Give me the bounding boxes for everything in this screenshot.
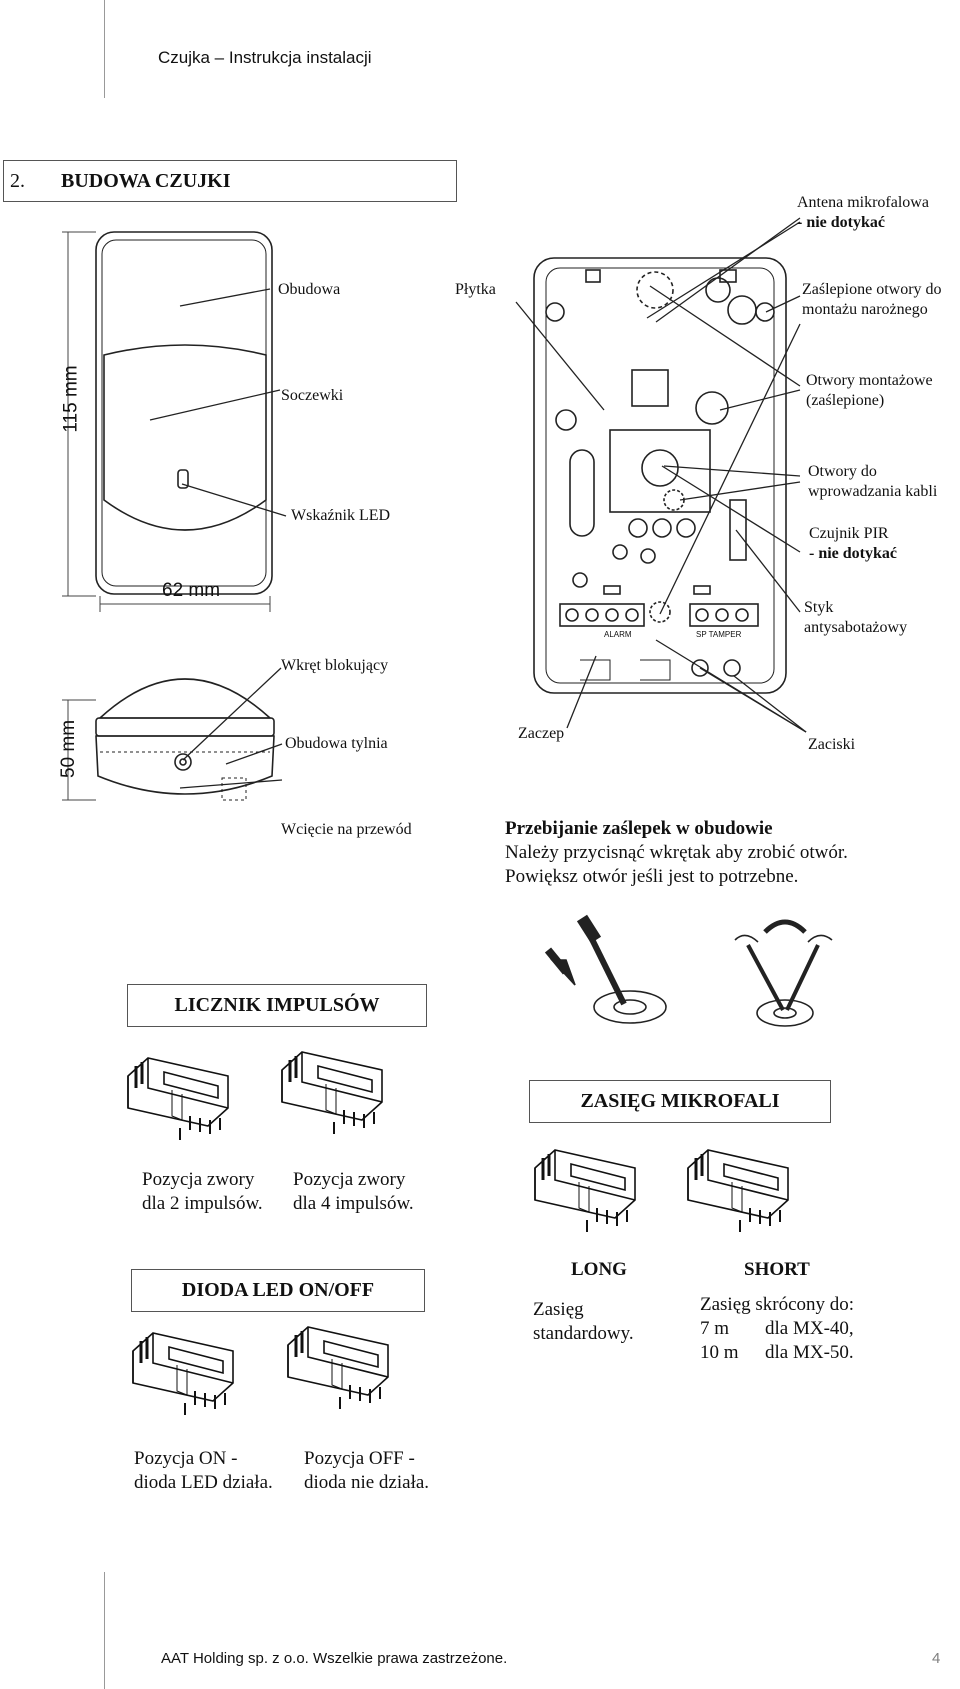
label-antena: Antena mikrofalowa - nie dotykać <box>797 193 929 233</box>
label-otwory-kabli: Otwory do wprowadzania kabli <box>808 462 937 502</box>
licznik-title: LICZNIK IMPULSÓW <box>174 994 380 1016</box>
label-zaslepione-line1: Zaślepione otwory do <box>802 281 942 298</box>
section-title-box: 2. BUDOWA CZUJKI <box>3 160 457 202</box>
licznik-title-box: LICZNIK IMPULSÓW <box>127 984 427 1027</box>
knockout-title: Przebijanie zaślepek w obudowie <box>505 818 773 839</box>
dioda-off-desc: Pozycja OFF - dioda nie działa. <box>304 1447 429 1495</box>
label-otwory-montazowe-line1: Otwory montażowe <box>806 372 933 389</box>
label-otwory-montazowe-line2: (zaślepione) <box>806 392 885 409</box>
label-czujnik-pir-line1: Czujnik PIR <box>809 525 889 542</box>
dioda-on-line2: dioda LED działa. <box>134 1472 273 1493</box>
pcb-tamper-text: SP TAMPER <box>696 630 742 639</box>
zasieg-short-desc: Zasięg skrócony do: 7 m dla MX-40, 10 m dl… <box>700 1293 854 1365</box>
label-zaslepione-line2: montażu narożnego <box>802 301 928 318</box>
page-header-title: Czujka – Instrukcja instalacji <box>158 48 372 67</box>
zasieg-long-line1: Zasięg <box>533 1299 584 1320</box>
label-otwory-kabli-line1: Otwory do <box>808 463 877 480</box>
front-housing <box>95 231 273 595</box>
zasieg-jumper-short <box>687 1149 789 1232</box>
licznik-jumper-2 <box>127 1057 229 1140</box>
dioda-jumper-on <box>132 1332 234 1415</box>
pcb-alarm-text: ALARM <box>604 630 632 639</box>
label-otwory-montazowe: Otwory montażowe (zaślepione) <box>806 371 933 411</box>
knockout-line1: Należy przycisnąć wkrętak aby zrobić otw… <box>505 842 848 863</box>
dimension-width: 62 mm <box>162 580 221 601</box>
zasieg-short-row2-dist: 10 m <box>700 1342 739 1363</box>
side-housing <box>95 678 275 801</box>
licznik-position-4: Pozycja zwory dla 4 impulsów. <box>293 1168 414 1216</box>
dioda-on-desc: Pozycja ON - dioda LED działa. <box>134 1447 273 1495</box>
knockout-text: Przebijanie zaślepek w obudowie Należy p… <box>505 817 848 889</box>
zasieg-jumper-long <box>534 1149 636 1232</box>
licznik-jumper-4 <box>281 1051 383 1134</box>
licznik-position-2: Pozycja zwory dla 2 impulsów. <box>142 1168 263 1216</box>
dioda-jumper-off <box>287 1326 389 1409</box>
dioda-title: DIODA LED ON/OFF <box>181 1279 375 1301</box>
label-styk: Styk antysabotażowy <box>804 598 907 638</box>
licznik-pos2-line1: Pozycja zwory <box>293 1169 406 1190</box>
page-number: 4 <box>932 1650 941 1667</box>
label-plytka: Płytka <box>455 281 496 298</box>
knockout-illustration-twist <box>734 919 833 1027</box>
zasieg-short-row2-model: dla MX-50. <box>765 1342 854 1363</box>
label-styk-line2: antysabotażowy <box>804 619 908 636</box>
label-obudowa: Obudowa <box>278 281 341 298</box>
licznik-pos1-line1: Pozycja zwory <box>142 1169 255 1190</box>
dioda-title-box: DIODA LED ON/OFF <box>131 1269 425 1312</box>
dioda-off-line1: Pozycja OFF - <box>304 1448 415 1469</box>
zasieg-short-label: SHORT <box>744 1259 810 1280</box>
zasieg-short-row1-model: dla MX-40, <box>765 1318 854 1339</box>
label-antena-line2: - nie dotykać <box>797 214 885 231</box>
section-number: 2. <box>10 169 25 192</box>
label-zaslepione: Zaślepione otwory do montażu narożnego <box>802 280 942 320</box>
zasieg-long-line2: standardowy. <box>533 1323 634 1344</box>
section-title: BUDOWA CZUJKI <box>61 169 231 192</box>
zasieg-long-desc: Zasięg standardowy. <box>533 1298 634 1346</box>
header-rule <box>104 0 105 98</box>
licznik-pos2-line2: dla 4 impulsów. <box>293 1193 414 1214</box>
leader-lines <box>149 217 807 789</box>
licznik-pos1-line2: dla 2 impulsów. <box>142 1193 263 1214</box>
dioda-on-line1: Pozycja ON - <box>134 1448 238 1469</box>
label-otwory-kabli-line2: wprowadzania kabli <box>808 483 938 500</box>
label-czujnik-pir-line2: - nie dotykać <box>809 545 897 562</box>
label-wciecie: Wcięcie na przewód <box>281 821 412 838</box>
dimension-lines <box>62 231 271 801</box>
dioda-off-line2: dioda nie działa. <box>304 1472 430 1493</box>
knockout-illustration-press <box>544 914 667 1024</box>
zasieg-title-box: ZASIĘG MIKROFALI <box>529 1080 831 1123</box>
label-styk-line1: Styk <box>804 599 834 616</box>
zasieg-short-row2: 10 m dla MX-50. <box>700 1341 854 1365</box>
dimension-height-side: 50 mm <box>58 719 80 779</box>
zasieg-short-row1-dist: 7 m <box>700 1318 730 1339</box>
dimension-height-top: 115 mm <box>60 365 82 433</box>
knockout-line2: Powiększ otwór jeśli jest to potrzebne. <box>505 866 799 887</box>
zasieg-long-label: LONG <box>571 1259 627 1280</box>
zasieg-short-row1: 7 m dla MX-40, <box>700 1317 854 1341</box>
pcb-board <box>533 257 787 694</box>
label-soczewki: Soczewki <box>281 387 344 404</box>
label-wkret: Wkręt blokujący <box>281 657 389 674</box>
label-wskaznik-led: Wskaźnik LED <box>291 507 391 524</box>
zasieg-title: ZASIĘG MIKROFALI <box>580 1090 780 1112</box>
footer-rule <box>104 1572 105 1689</box>
label-antena-line1: Antena mikrofalowa <box>797 194 929 211</box>
label-obudowa-tylnia: Obudowa tylnia <box>285 735 388 752</box>
footer-text: AAT Holding sp. z o.o. Wszelkie prawa za… <box>161 1650 508 1667</box>
label-zaciski: Zaciski <box>808 736 856 753</box>
label-zaczep: Zaczep <box>518 725 565 742</box>
zasieg-short-line1: Zasięg skrócony do: <box>700 1294 855 1315</box>
label-czujnik-pir: Czujnik PIR - nie dotykać <box>809 524 897 564</box>
